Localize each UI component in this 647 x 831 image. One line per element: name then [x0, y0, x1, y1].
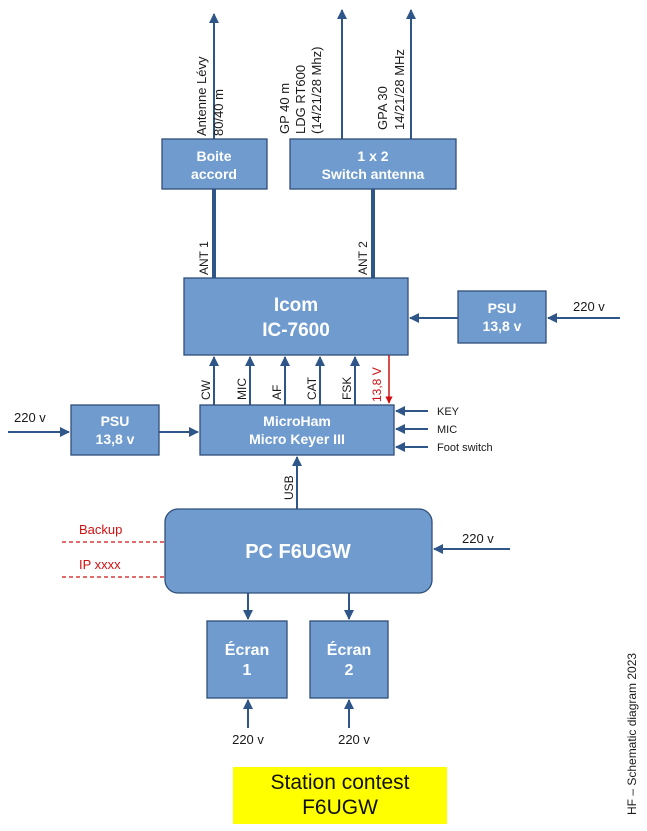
banner-box [233, 767, 447, 824]
key-label: KEY [437, 406, 460, 418]
pc-label: PC F6UGW [245, 541, 351, 563]
boite-accord-box [161, 138, 268, 190]
mic-label: MIC [235, 378, 249, 400]
psu-left-line1: PSU [101, 413, 130, 429]
antenna-label-gpa: GPA 30 14/21/28 MHz [375, 49, 407, 130]
ecran2-line2: 2 [345, 662, 354, 679]
ecran1-line1: Écran [225, 640, 269, 659]
antenna-gp-line1: GP 40 m [277, 83, 292, 134]
ant1-label: ANT 1 [197, 241, 211, 275]
antenna-gp-line2: LDG RT600 [293, 65, 308, 134]
switch-antenna-line2: Switch antenna [322, 166, 425, 182]
icom-box [183, 277, 409, 356]
usb-label: USB [282, 475, 296, 500]
psu-left-power-label: 220 v [14, 410, 46, 425]
psu-left-line2: 13,8 v [96, 431, 135, 447]
antenna-gpa-line2: 14/21/28 MHz [392, 49, 407, 130]
v138-label: 13,8 V [370, 367, 384, 402]
psu-right-power-label: 220 v [573, 299, 605, 314]
ecran2-power-label: 220 v [338, 732, 370, 747]
ant2-label: ANT 2 [356, 241, 370, 275]
cw-label: CW [199, 379, 213, 400]
ecran2-box [309, 620, 389, 699]
fsk-label: FSK [340, 377, 354, 400]
foot-switch-label: Foot switch [437, 442, 493, 454]
antenna-gp-line3: (14/21/28 Mhz) [309, 47, 324, 134]
ip-label: IP xxxx [79, 557, 121, 572]
banner-line1: Station contest [271, 771, 410, 794]
psu-right-line1: PSU [488, 300, 517, 316]
antenna-label-gp: GP 40 m LDG RT600 (14/21/28 Mhz) [277, 47, 324, 134]
ecran1-box [206, 620, 288, 699]
pc-box [164, 508, 433, 594]
antenna-levy-line2: 80/40 m [211, 89, 226, 136]
cat-label: CAT [305, 376, 319, 400]
mic-input-label: MIC [437, 424, 457, 436]
antenna-label-levy: Antenne Lévy 80/40 m [194, 56, 226, 136]
antenna-gpa-line1: GPA 30 [375, 86, 390, 130]
psu-right-box [457, 290, 547, 344]
microham-box [199, 404, 395, 456]
ecran1-power-label: 220 v [232, 732, 264, 747]
ecran1-line2: 1 [243, 662, 252, 679]
psu-left-box [70, 404, 160, 456]
microham-line2: Micro Keyer III [249, 431, 345, 447]
icom-line1: Icom [274, 295, 318, 316]
banner-line2: F6UGW [302, 796, 378, 819]
switch-antenna-line1: 1 x 2 [357, 148, 388, 164]
icom-line2: IC-7600 [262, 320, 330, 341]
ecran2-line1: Écran [327, 640, 371, 659]
microham-line1: MicroHam [263, 413, 331, 429]
antenna-levy-line1: Antenne Lévy [194, 56, 209, 136]
boite-accord-line1: Boite [197, 148, 232, 164]
pc-power-label: 220 v [462, 531, 494, 546]
backup-label: Backup [79, 522, 122, 537]
side-title: HF – Schematic diagram 2023 [625, 653, 639, 815]
boite-accord-line2: accord [191, 166, 237, 182]
switch-antenna-box [289, 138, 457, 190]
af-label: AF [270, 385, 284, 400]
psu-right-line2: 13,8 v [483, 318, 522, 334]
